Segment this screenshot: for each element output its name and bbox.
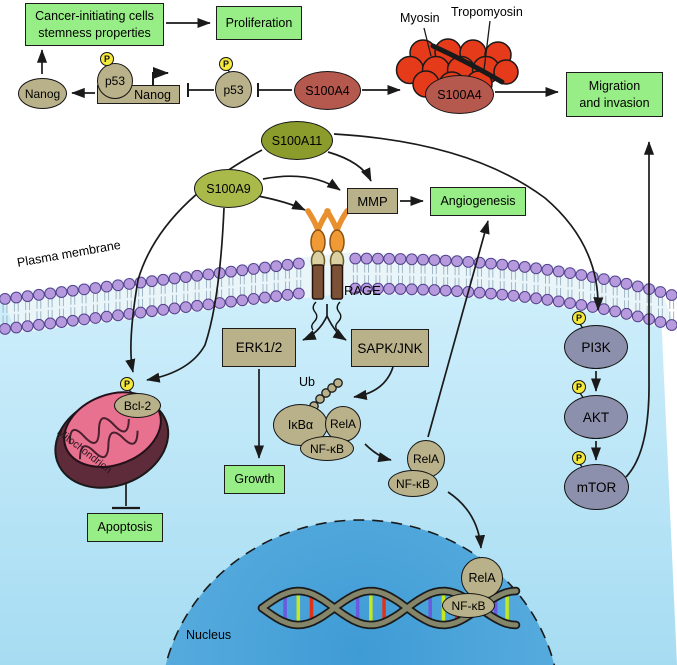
rage-receptor-graphic <box>305 208 350 331</box>
proliferation-box: Proliferation <box>216 6 302 40</box>
rela-nuclear: RelA <box>461 557 503 599</box>
mmp-box: MMP <box>347 188 398 214</box>
ubiquitin-label: Ub <box>299 375 315 389</box>
pi3k-protein: PI3K <box>564 325 628 369</box>
mitochondrion-graphic <box>54 391 170 489</box>
akt-protein: AKT <box>564 395 628 439</box>
stemness-box: Cancer-initiating cells stemness propert… <box>25 3 164 46</box>
p53-on-gene: p53 <box>97 63 133 99</box>
s100a9-protein: S100A9 <box>194 169 263 208</box>
erk-box: ERK1/2 <box>222 328 296 367</box>
tropomyosin-filament <box>430 43 505 85</box>
cytoplasm-region <box>0 256 677 665</box>
sapk-jnk-box: SAPK/JNK <box>351 329 429 367</box>
apoptosis-box: Apoptosis <box>87 513 163 542</box>
phospho-icon: P <box>219 57 233 71</box>
myosin-label: Myosin <box>400 11 440 25</box>
s100a11-protein: S100A11 <box>261 121 333 160</box>
phospho-icon: P <box>120 377 134 391</box>
phospho-icon: P <box>572 380 586 394</box>
nfkb-free: NF-κB <box>388 470 438 497</box>
rage-label: RAGE <box>344 283 381 298</box>
nanog-protein: Nanog <box>18 78 67 109</box>
nfkb-in-complex: NF-κB <box>300 436 354 461</box>
phospho-icon: P <box>572 451 586 465</box>
angiogenesis-box: Angiogenesis <box>430 187 526 216</box>
nucleus-label: Nucleus <box>186 628 232 642</box>
growth-box: Growth <box>224 465 285 494</box>
mtor-protein: mTOR <box>564 464 629 510</box>
s100a4-protein: S100A4 <box>294 71 361 110</box>
nfkb-nuclear: NF-κB <box>442 593 495 618</box>
phospho-icon: P <box>572 311 586 325</box>
rela-in-complex: RelA <box>325 406 361 442</box>
s100a4-myosin-complex: S100A4 <box>425 75 494 114</box>
bcl2-protein: Bcl-2 <box>114 393 161 418</box>
tropomyosin-label: Tropomyosin <box>451 5 523 19</box>
phospho-icon: P <box>100 52 114 66</box>
ikba-protein: IκBα <box>273 404 328 446</box>
p53-free: p53 <box>215 71 252 108</box>
